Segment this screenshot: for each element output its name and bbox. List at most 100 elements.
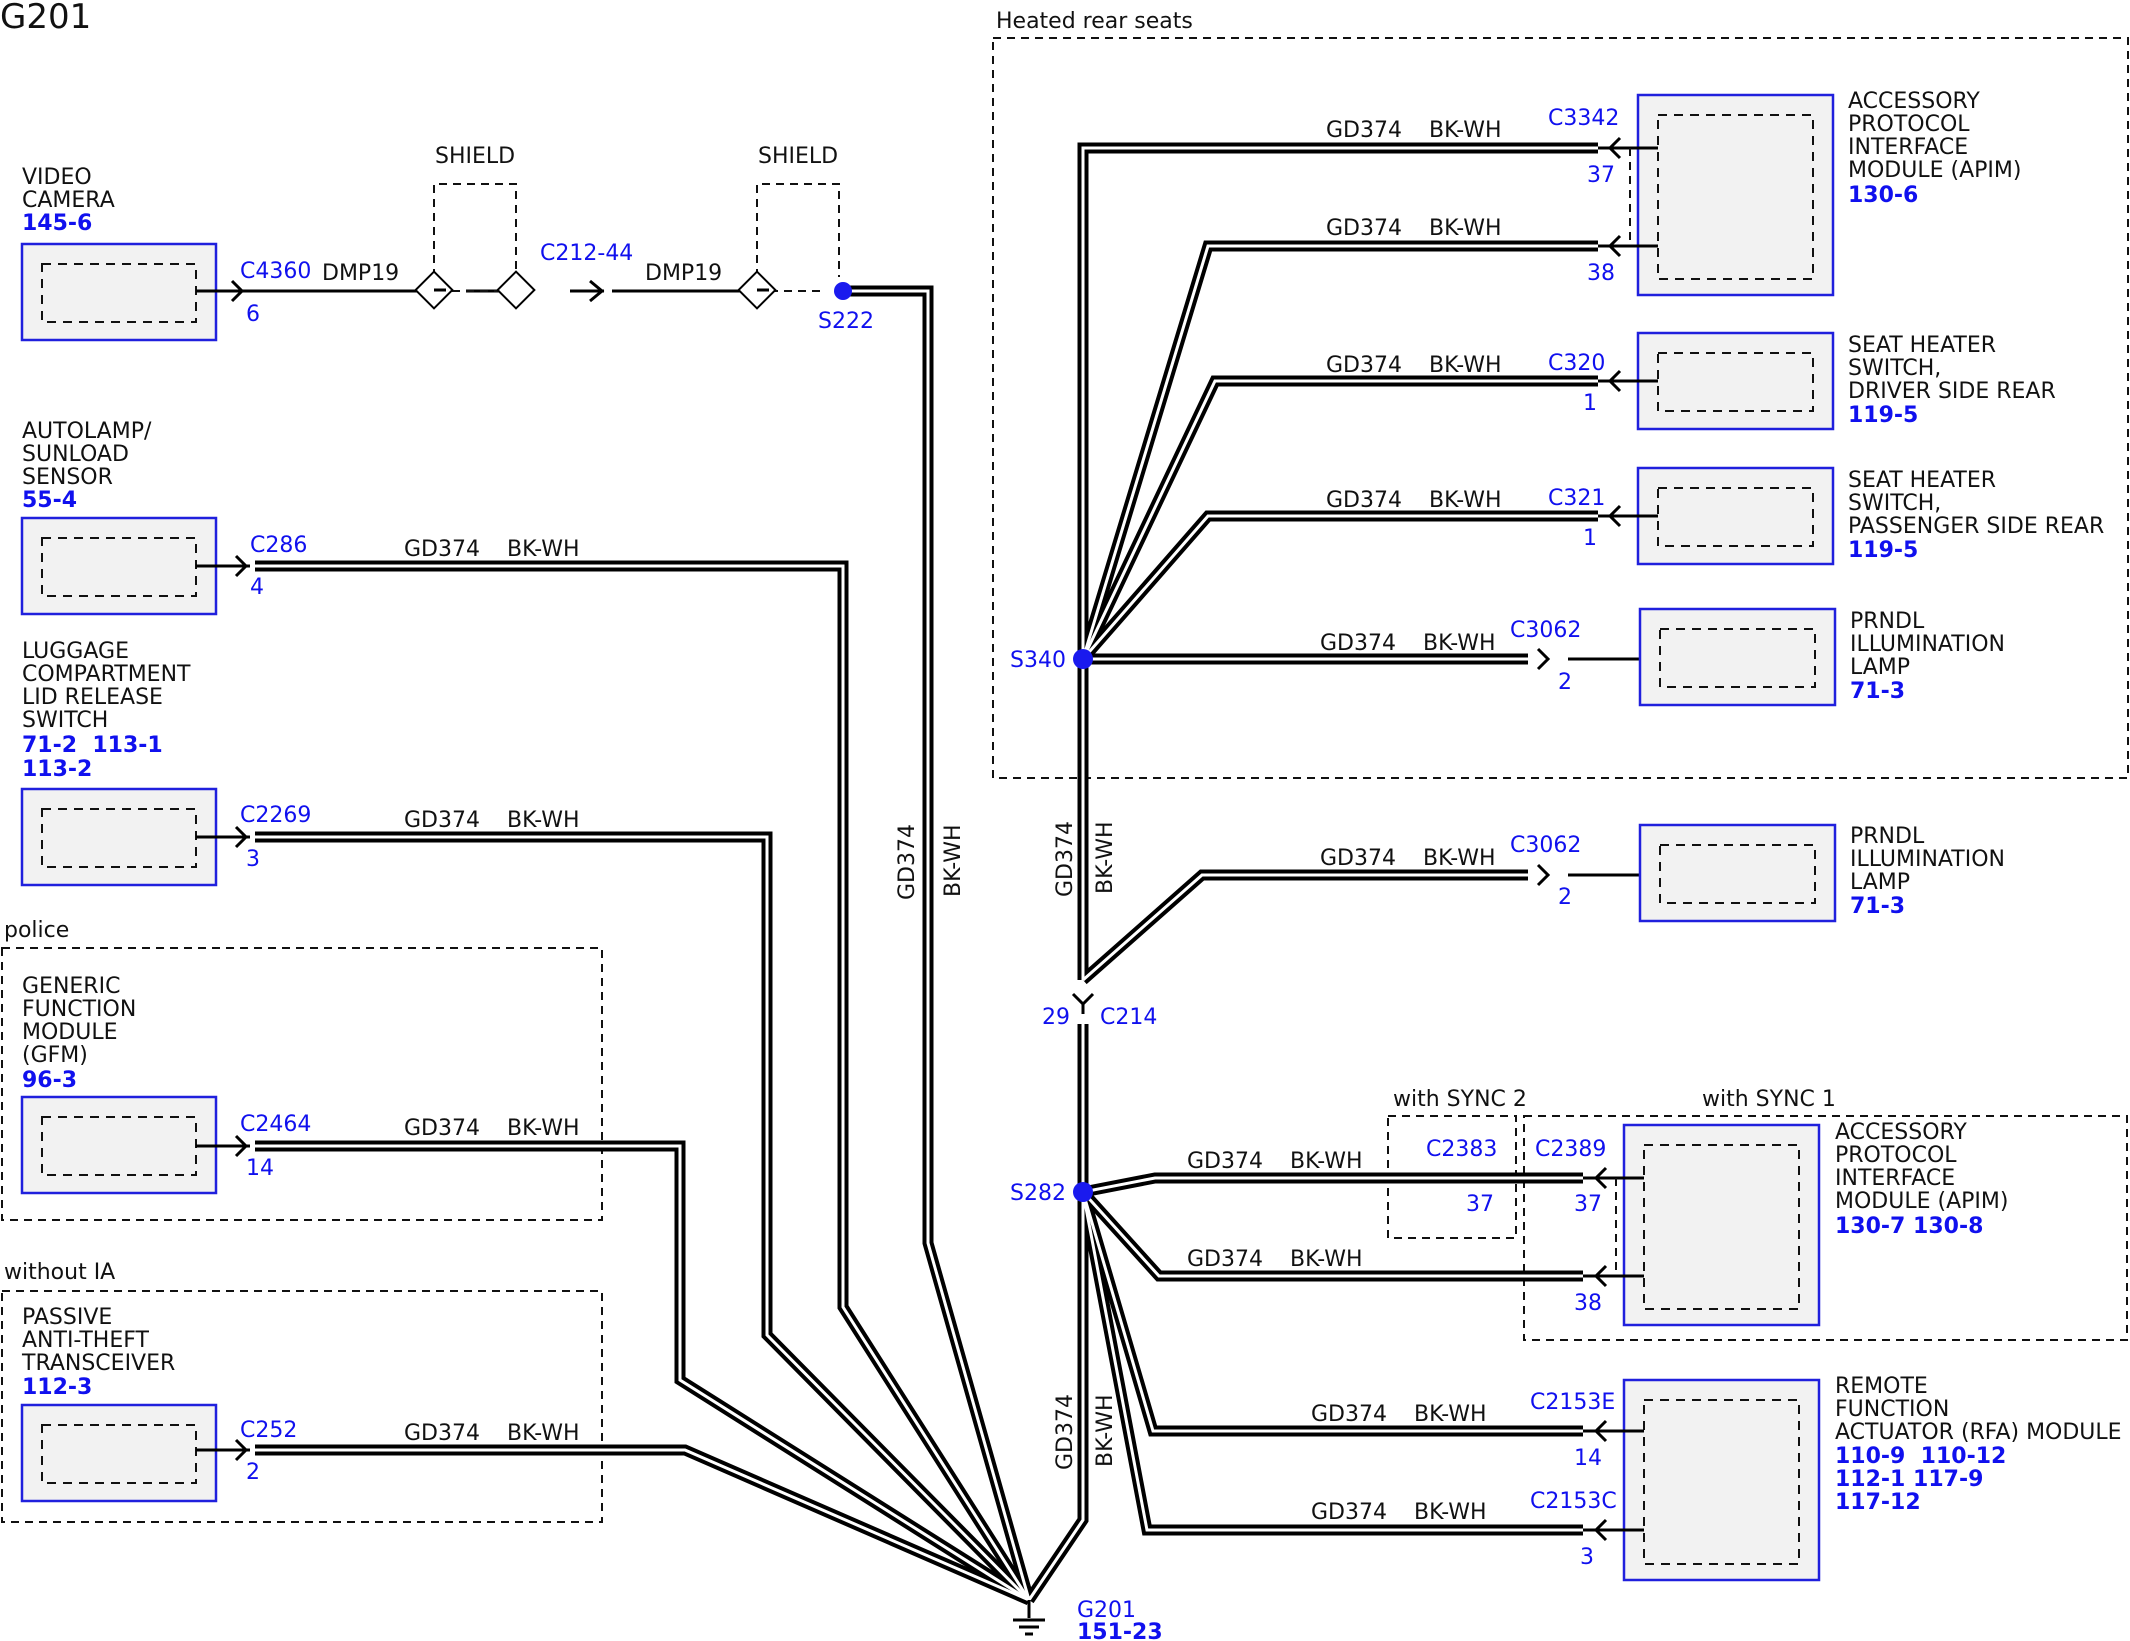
c2383-connector[interactable]: C2383 (1426, 1137, 1497, 1162)
c2153e-pin: 14 (1574, 1446, 1602, 1471)
seat-driver-name-2: SWITCH, (1848, 356, 1941, 381)
gfm-box (20, 1095, 218, 1195)
c3342-pin-37: 37 (1587, 163, 1615, 188)
c3062-2-circuit: GD374 (1320, 846, 1396, 871)
prndl1-name-3: LAMP (1850, 655, 1910, 680)
luggage-name-2: COMPARTMENT (22, 662, 191, 687)
rfa-ref-3[interactable]: 117-12 (1835, 1490, 1921, 1515)
c320-circuit: GD374 (1326, 353, 1402, 378)
prndl2-name-3: LAMP (1850, 870, 1910, 895)
c3342b-circuit: GD374 (1326, 216, 1402, 241)
c3342-color: BK-WH (1429, 118, 1502, 143)
ground-ref[interactable]: 151-23 (1077, 1620, 1163, 1641)
apim-sync-name-3: INTERFACE (1835, 1166, 1955, 1191)
c252-connector[interactable]: C252 (240, 1418, 297, 1443)
seat-driver-name-3: DRIVER SIDE REAR (1848, 379, 2056, 404)
c321-color: BK-WH (1429, 488, 1502, 513)
apim-sync-box (1622, 1123, 1821, 1327)
seat-driver-ref[interactable]: 119-5 (1848, 403, 1918, 428)
apim-heated-box (1636, 93, 1835, 297)
s340-label: S340 (1010, 648, 1066, 673)
c2153e-connector[interactable]: C2153E (1530, 1390, 1615, 1415)
apim-heated-name-1: ACCESSORY (1848, 89, 1980, 114)
apim-heated-ref[interactable]: 130-6 (1848, 183, 1918, 208)
rfa-ref-1[interactable]: 110-9 110-12 (1835, 1444, 2006, 1469)
luggage-ref-1[interactable]: 71-2 113-1 (22, 733, 163, 758)
prndl-lamp-1-component: C3062 2 PRNDL ILLUMINATION LAMP 71-3 GD3… (1320, 607, 2005, 707)
c286-pin: 4 (250, 575, 264, 600)
sync2-label: with SYNC 2 (1393, 1087, 1527, 1112)
c2269-connector[interactable]: C2269 (240, 803, 311, 828)
c320-color: BK-WH (1429, 353, 1502, 378)
pats-ref[interactable]: 112-3 (22, 1375, 92, 1400)
seat-heater-passenger-component: C321 1 SEAT HEATER SWITCH, PASSENGER SID… (1326, 466, 2104, 566)
s282-circuit-vertical: GD374 (1053, 1394, 1078, 1470)
c2464-connector[interactable]: C2464 (240, 1112, 311, 1137)
c3062-2-color: BK-WH (1423, 846, 1496, 871)
rfa-ref-2[interactable]: 112-1 117-9 (1835, 1467, 1983, 1492)
c286-color: BK-WH (507, 537, 580, 562)
c214-pin: 29 (1042, 1005, 1070, 1030)
gfm-component: GENERIC FUNCTION MODULE (GFM) 96-3 C2464… (20, 974, 580, 1195)
c320-connector[interactable]: C320 (1548, 351, 1605, 376)
seat-pass-name-1: SEAT HEATER (1848, 468, 1996, 493)
prndl2-name-1: PRNDL (1850, 824, 1925, 849)
c2269-pin: 3 (246, 847, 260, 872)
rfa-name-3: ACTUATOR (RFA) MODULE (1835, 1420, 2122, 1445)
shield-label-2: SHIELD (758, 144, 838, 169)
autolamp-box (20, 516, 218, 616)
autolamp-name-2: SUNLOAD (22, 442, 129, 467)
s222-circuit-vertical: GD374 (895, 824, 920, 900)
c2464-color: BK-WH (507, 1116, 580, 1141)
prndl1-ref[interactable]: 71-3 (1850, 679, 1905, 704)
pats-box (20, 1403, 218, 1503)
c2153e-color: BK-WH (1414, 1402, 1487, 1427)
apim-sync-ref[interactable]: 130-7 130-8 (1835, 1214, 1983, 1239)
s222-splice (834, 282, 852, 300)
heated-rear-seats-group (992, 37, 2129, 779)
c4360-connector[interactable]: C4360 (240, 259, 311, 284)
luggage-ref-2[interactable]: 113-2 (22, 757, 92, 782)
video-camera-name-1: VIDEO (22, 165, 92, 190)
gfm-name-3: MODULE (22, 1020, 118, 1045)
prndl2-ref[interactable]: 71-3 (1850, 894, 1905, 919)
seat-pass-ref[interactable]: 119-5 (1848, 538, 1918, 563)
ground-label: G201 (1077, 1598, 1136, 1623)
c321-connector[interactable]: C321 (1548, 486, 1605, 511)
pats-component: PASSIVE ANTI-THEFT TRANSCEIVER 112-3 C25… (20, 1305, 580, 1503)
seat-driver-name-1: SEAT HEATER (1848, 333, 1996, 358)
luggage-switch-component: LUGGAGE COMPARTMENT LID RELEASE SWITCH 7… (20, 639, 580, 887)
c2389-circuit: GD374 (1187, 1149, 1263, 1174)
c286-connector[interactable]: C286 (250, 533, 307, 558)
s222-label: S222 (818, 309, 874, 334)
apim-sync-name-2: PROTOCOL (1835, 1143, 1957, 1168)
c3342b-color: BK-WH (1429, 216, 1502, 241)
c2389-connector[interactable]: C2389 (1535, 1137, 1606, 1162)
video-camera-ref[interactable]: 145-6 (22, 211, 92, 236)
c321-pin: 1 (1583, 526, 1597, 551)
apim-sync-component: C2383 37 C2389 37 38 ACCESSORY PROTOCOL … (1187, 1120, 2008, 1327)
gfm-name-4: (GFM) (22, 1043, 88, 1068)
luggage-name-1: LUGGAGE (22, 639, 129, 664)
c320-pin: 1 (1583, 391, 1597, 416)
c2389-pin-37: 37 (1574, 1192, 1602, 1217)
seat-pass-box (1636, 466, 1835, 566)
gfm-ref[interactable]: 96-3 (22, 1068, 77, 1093)
prndl1-box (1638, 607, 1837, 707)
autolamp-ref[interactable]: 55-4 (22, 488, 77, 513)
c214-label[interactable]: C214 (1100, 1005, 1157, 1030)
dmp19-label-2: DMP19 (645, 261, 722, 286)
c2153e-circuit: GD374 (1311, 1402, 1387, 1427)
c3062-1-color: BK-WH (1423, 631, 1496, 656)
c3062-1-connector[interactable]: C3062 (1510, 618, 1581, 643)
c2383-pin: 37 (1466, 1192, 1494, 1217)
s340-circuit-vertical: GD374 (1053, 821, 1078, 897)
c3062-1-pin: 2 (1558, 670, 1572, 695)
c212-connector: C212-44 (540, 241, 633, 266)
c3062-2-connector[interactable]: C3062 (1510, 833, 1581, 858)
c3342-connector[interactable]: C3342 (1548, 106, 1619, 131)
without-ia-label: without IA (4, 1260, 115, 1285)
c2153c-connector[interactable]: C2153C (1530, 1489, 1617, 1514)
page-title: G201 (0, 0, 91, 37)
